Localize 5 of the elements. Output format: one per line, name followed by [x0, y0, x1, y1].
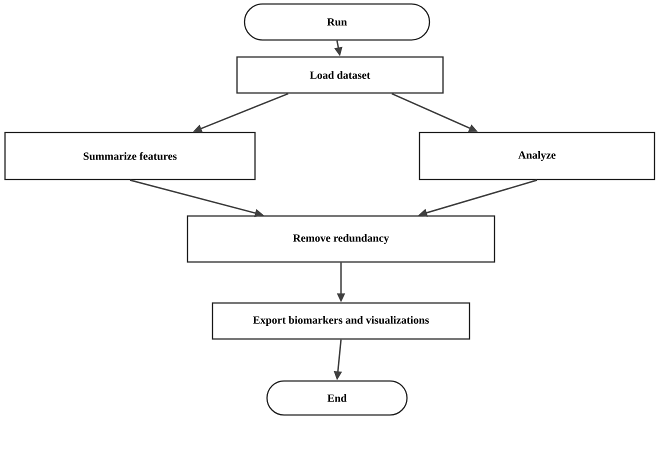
process-box: Export biomarkers and visualizations	[212, 302, 470, 340]
process-box: Summarize features	[4, 132, 256, 180]
process-box: Load dataset	[236, 56, 444, 94]
process-box: Analyze	[418, 132, 656, 180]
process-box: Remove redundancy	[186, 215, 496, 263]
